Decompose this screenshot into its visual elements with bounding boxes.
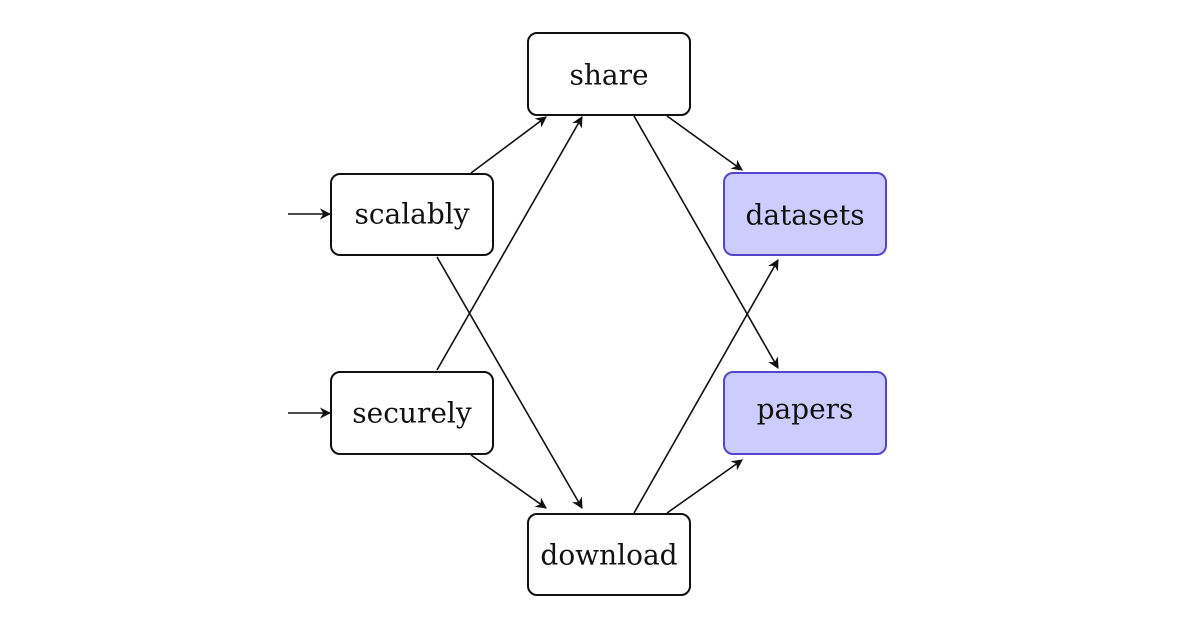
node-download-label: download — [540, 539, 677, 572]
node-share-label: share — [569, 59, 648, 92]
node-datasets: datasets — [723, 172, 887, 256]
node-download: download — [527, 513, 691, 596]
node-papers-label: papers — [757, 393, 854, 426]
edge-securely-to-download — [470, 454, 547, 509]
edge-share-to-papers — [633, 115, 779, 369]
node-papers: papers — [723, 371, 887, 455]
node-share: share — [527, 32, 691, 116]
node-scalably-box — [330, 173, 494, 256]
node-download-box — [527, 513, 691, 596]
node-scalably: scalably — [330, 173, 494, 256]
edge-scalably-to-download — [436, 256, 583, 509]
edge-securely-to-share — [436, 116, 583, 371]
node-share-box — [527, 32, 691, 116]
node-datasets-box — [723, 172, 887, 256]
edge-download-to-papers — [666, 459, 743, 514]
node-papers-box — [723, 371, 887, 455]
node-datasets-label: datasets — [745, 199, 864, 232]
node-securely-box — [330, 371, 494, 455]
edge-scalably-to-share — [470, 116, 547, 174]
node-securely-label: securely — [352, 397, 472, 430]
edges — [288, 115, 779, 514]
node-scalably-label: scalably — [354, 198, 469, 231]
node-securely: securely — [330, 371, 494, 455]
edge-share-to-datasets — [666, 115, 743, 171]
edge-download-to-datasets — [633, 259, 779, 514]
